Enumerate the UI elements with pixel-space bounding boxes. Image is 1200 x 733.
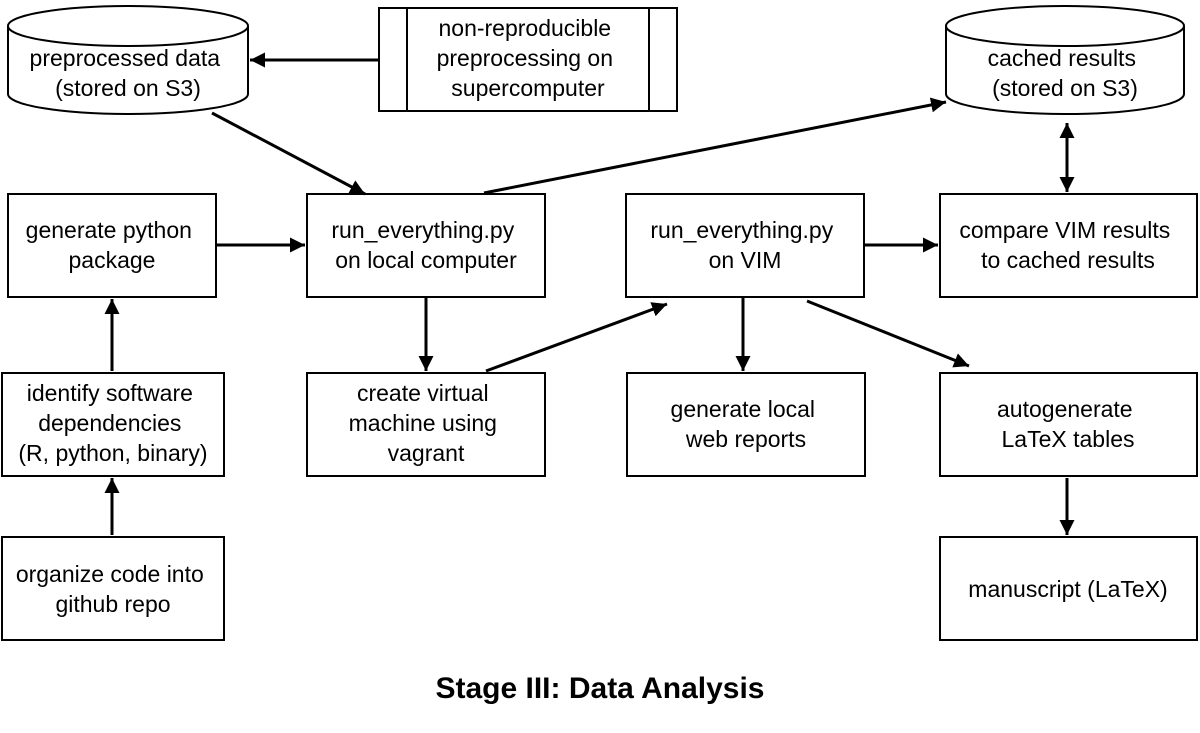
node-label-line: identify software [27, 380, 193, 406]
edge-run-vim-to-latex-tables [806, 299, 970, 368]
svg-text:run_everything.py on loc: run_everything.py on local computer [331, 217, 520, 273]
node-label-line: package [69, 247, 156, 273]
svg-text:cached results (stored o: cached results (stored on S3) [988, 45, 1143, 101]
svg-text:run_everything.py on VIM: run_everything.py on VIM [650, 217, 839, 273]
node-autogenerate-latex-tables: autogenerate LaTeX tables [939, 372, 1198, 477]
node-run-everything-vim: run_everything.py on VIM [625, 193, 865, 298]
svg-text:organize code into githu: organize code into github repo [16, 561, 210, 617]
node-preprocessed-data: preprocessed data (stored on S3) [7, 5, 249, 115]
node-label-line: github repo [55, 591, 170, 617]
node-label-line: manuscript (LaTeX) [968, 576, 1167, 602]
node-label-line: web reports [685, 426, 806, 452]
node-label-line: compare VIM results [959, 217, 1170, 243]
svg-text:generate local web repor: generate local web reports [671, 396, 822, 452]
svg-text:manuscript (LaTeX): manuscript (LaTeX) [968, 576, 1167, 602]
edge-preprocessed-to-run-local [211, 111, 366, 196]
svg-text:autogenerate LaTeX table: autogenerate LaTeX tables [997, 396, 1139, 452]
node-cached-results: cached results (stored on S3) [945, 5, 1185, 115]
node-label-line: organize code into [16, 561, 204, 587]
svg-text:preprocessed data (store: preprocessed data (stored on S3) [30, 45, 227, 101]
node-label-line: preprocessing on [437, 45, 613, 71]
node-organize-code-github: organize code into github repo [1, 536, 225, 641]
svg-text:create virtual machine u: create virtual machine using vagrant [349, 380, 504, 466]
node-label-line: non-reproducible [438, 15, 611, 41]
node-non-reproducible-preprocessing: non-reproducible preprocessing on superc… [378, 7, 678, 112]
node-manuscript-latex: manuscript (LaTeX) [939, 536, 1198, 641]
svg-text:identify software depend: identify software dependencies (R, pytho… [18, 380, 207, 466]
svg-text:non-reproducible preproc: non-reproducible preprocessing on superc… [437, 15, 620, 101]
node-generate-local-web-reports: generate local web reports [626, 372, 866, 477]
node-label-line: vagrant [388, 440, 465, 466]
node-generate-python-package: generate python package [7, 193, 217, 298]
node-label-line: preprocessed data [30, 45, 221, 71]
node-label-line: generate python [26, 217, 192, 243]
edge-run-local-to-cached [483, 97, 947, 195]
node-label-line: to cached results [981, 247, 1155, 273]
node-label-line: supercomputer [451, 75, 605, 101]
node-label-line: (stored on S3) [992, 75, 1138, 101]
node-label-line: (R, python, binary) [18, 440, 207, 466]
node-label-line: (stored on S3) [55, 75, 201, 101]
node-compare-vim-results: compare VIM results to cached results [939, 193, 1198, 298]
node-label-line: autogenerate [997, 396, 1133, 422]
node-label-line: run_everything.py [331, 217, 514, 243]
edges [104, 52, 1075, 535]
node-label-line: machine using [349, 410, 497, 436]
svg-text:compare VIM results to c: compare VIM results to cached results [959, 217, 1176, 273]
node-label-line: create virtual [357, 380, 489, 406]
edge-vm-to-run-vim [485, 302, 668, 373]
node-label-line: generate local [671, 396, 816, 422]
node-label-line: dependencies [38, 410, 181, 436]
node-create-virtual-machine: create virtual machine using vagrant [306, 372, 546, 477]
node-run-everything-local: run_everything.py on local computer [306, 193, 546, 298]
node-label-line: on VIM [709, 247, 782, 273]
node-label-line: on local computer [335, 247, 517, 273]
node-label-line: cached results [988, 45, 1136, 71]
node-identify-software-dependencies: identify software dependencies (R, pytho… [1, 372, 225, 477]
node-label-line: LaTeX tables [1002, 426, 1135, 452]
diagram-caption: Stage III: Data Analysis [435, 672, 765, 705]
svg-text:generate python package: generate python package [26, 217, 199, 273]
node-label-line: run_everything.py [650, 217, 833, 243]
